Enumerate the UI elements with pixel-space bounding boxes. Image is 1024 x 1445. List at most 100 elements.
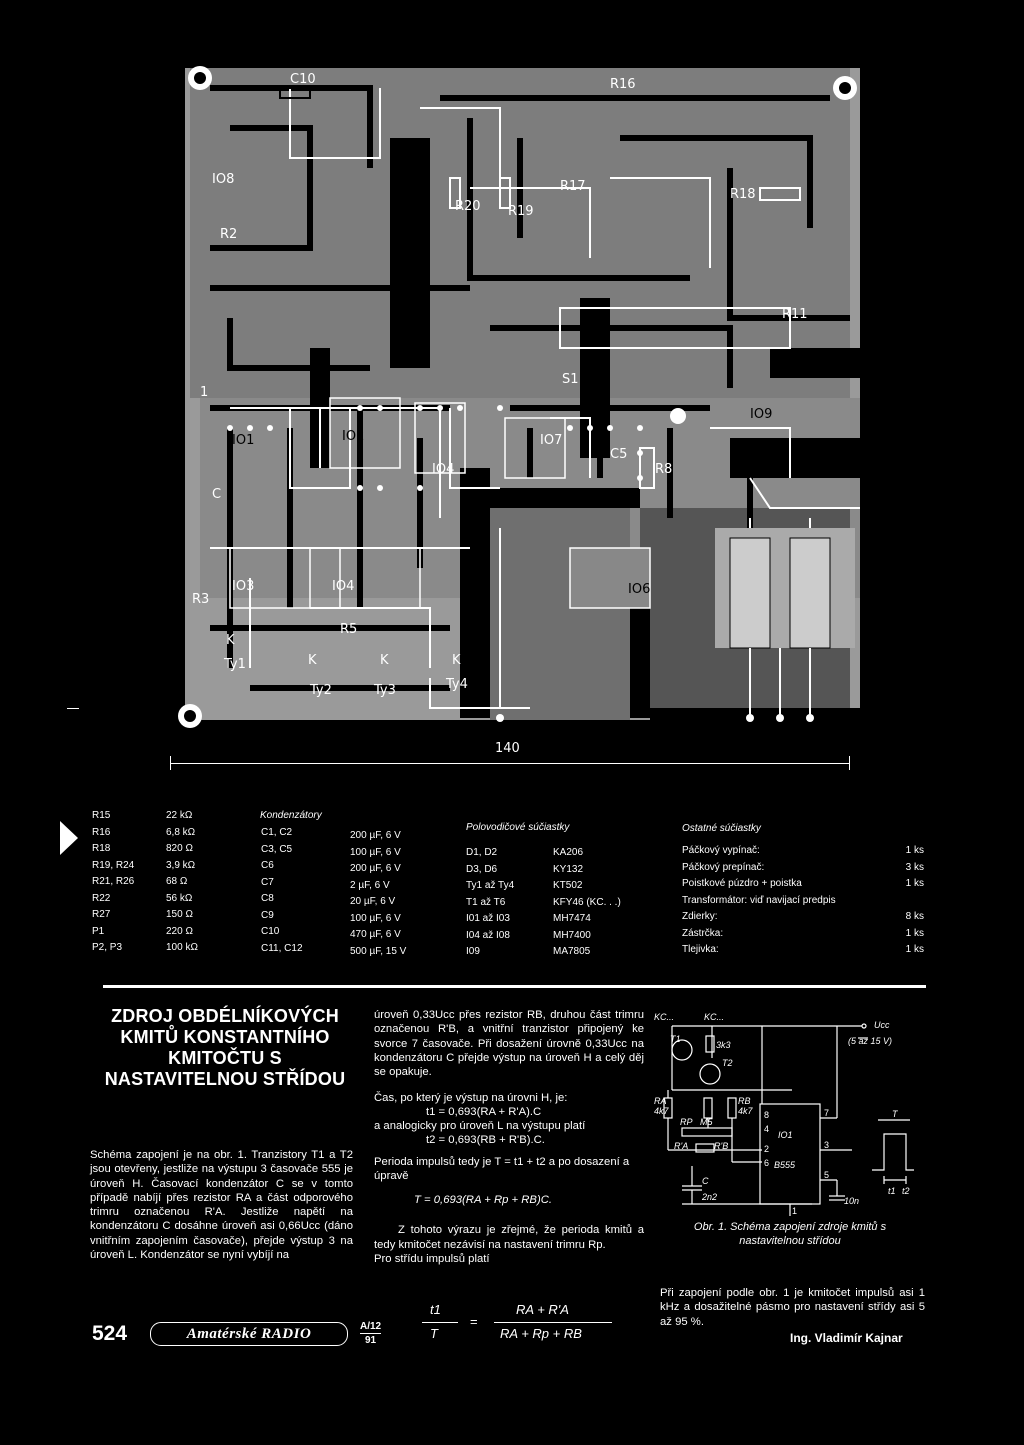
- schematic-label-ra-value: 4k7: [654, 1106, 670, 1116]
- formula-equals: =: [470, 1314, 478, 1329]
- paragraph: Z tohoto výrazu je zřejmé, že perioda km…: [374, 1224, 644, 1251]
- list-item: 20 µF, 6 V: [350, 896, 396, 907]
- ic-pin-8: 8: [764, 1110, 769, 1120]
- list-item: KY132: [553, 863, 584, 875]
- pcb-label-r5: R5: [340, 622, 357, 637]
- pcb-label-r17: R17: [560, 179, 586, 194]
- schematic-label-t1-pulse: t1: [888, 1186, 896, 1196]
- ic-pin-5: 5: [824, 1170, 829, 1180]
- list-item: MA7805: [553, 946, 591, 957]
- schematic-label-r33: 3k3: [716, 1040, 731, 1050]
- schematic-label-rp-value: M5: [700, 1117, 713, 1127]
- pcb-label-k2: K: [308, 653, 317, 668]
- list-item: R27: [92, 909, 111, 920]
- list-item: C1, C2: [261, 827, 293, 838]
- ic-pin-1: 1: [792, 1206, 797, 1216]
- pcb-label-r19: R19: [508, 204, 534, 219]
- pcb-label-k3: K: [380, 653, 389, 668]
- issue-number: A/12 91: [360, 1320, 382, 1347]
- list-item: 200 µF, 6 V: [350, 863, 401, 874]
- semiconductors-header: Polovodičové súčiastky: [466, 822, 570, 833]
- schematic-label-rb-prime: R'B: [714, 1141, 728, 1151]
- schematic-label-ra-prime: R'A: [674, 1141, 688, 1151]
- schematic-figure: KC... KC... Ucc (5 až 15 V) T1 T2 3k3 RA…: [652, 1010, 924, 1225]
- schematic-label-ic: IO1: [778, 1130, 793, 1140]
- list-item: C7: [261, 876, 274, 888]
- list-item: C11, C12: [261, 942, 303, 954]
- formula-rhs-numerator: RA + R'A: [516, 1302, 569, 1317]
- list-item: MH7474: [553, 913, 591, 924]
- pcb-label-s1: S1: [562, 372, 579, 387]
- capacitor-refs: C1, C2 C3, C5 C6 C7 C8 C9 C10 C11, C12: [261, 825, 303, 957]
- list-item: C10: [261, 926, 280, 937]
- paragraph: Čas, po který je výstup na úrovni H, je:: [374, 1092, 568, 1105]
- edge-mark: [67, 708, 79, 709]
- article-title: ZDROJ OBDÉLNÍKOVÝCH KMITŮ KONSTANTNÍHO K…: [104, 1006, 346, 1089]
- schematic-label-c-value: 2n2: [701, 1192, 717, 1202]
- pcb-label-io2: IO2: [342, 429, 364, 444]
- paragraph: Perioda impulsů tedy je T = t1 + t2 a po…: [374, 1156, 630, 1183]
- list-item: Transformátor: viď navijací predpis: [682, 894, 836, 906]
- schematic-label-rb-value: 4k7: [738, 1106, 754, 1116]
- list-item: I09: [466, 946, 480, 957]
- list-item: 820 Ω: [166, 843, 193, 854]
- other-parts-list: Páčkový vypínač:1 ks Páčkový prepínač:3 …: [682, 843, 924, 959]
- pcb-label-io4: IO4: [432, 462, 454, 477]
- fraction-bar: [422, 1322, 458, 1323]
- list-item: 56 kΩ: [166, 892, 193, 904]
- ic-pin-2: 2: [764, 1144, 769, 1154]
- magazine-logo: Amatérské RADIO: [150, 1322, 348, 1346]
- list-item: 6,8 kΩ: [166, 826, 196, 838]
- list-item: 150 Ω: [166, 909, 193, 920]
- schematic-label-t2-pulse: t2: [902, 1186, 910, 1196]
- pcb-label-io5: IO4: [332, 579, 354, 594]
- list-item: C6: [261, 860, 274, 871]
- list-item: R15: [92, 810, 111, 821]
- list-item: I04 až I08: [466, 929, 510, 941]
- list-item: 3,9 kΩ: [166, 859, 196, 871]
- schematic-label-c2-value: 10n: [844, 1196, 859, 1206]
- list-item: P2, P3: [92, 942, 123, 953]
- list-item: KA206: [553, 847, 584, 858]
- pcb-label-io8: IO8: [212, 172, 234, 187]
- pcb-label-k1: K: [226, 633, 235, 648]
- list-item: 2 µF, 6 V: [350, 879, 390, 891]
- duty-cycle-formula: t1 T = RA + R'A RA + Rp + RB: [410, 1300, 620, 1356]
- list-item: 470 µF, 6 V: [350, 929, 401, 940]
- list-item: Zdierky:8 ks: [682, 911, 924, 922]
- list-item: R18: [92, 843, 111, 854]
- schematic-label-range: (5 až 15 V): [848, 1036, 892, 1046]
- ic-pin-4: 4: [764, 1124, 769, 1134]
- section-divider: [103, 985, 926, 988]
- schematic-label-ucc: Ucc: [874, 1020, 890, 1030]
- schematic-label-rb: RB: [738, 1096, 751, 1106]
- schematic-label-t2: T2: [722, 1058, 733, 1068]
- schematic-label-rp: RP: [680, 1117, 693, 1127]
- list-item: C8: [261, 893, 274, 904]
- other-parts-header: Ostatné súčiastky: [682, 823, 761, 834]
- pcb-label-r11: R11: [782, 307, 808, 322]
- pcb-label-io3: IO3: [232, 579, 254, 594]
- paragraph: a analogicky pro úroveň L na výstupu pla…: [374, 1120, 586, 1133]
- capacitors-header: Kondenzátory: [260, 810, 322, 821]
- page-number: 524: [92, 1322, 128, 1345]
- list-item: Ty1 až Ty4: [466, 880, 515, 891]
- list-item: D3, D6: [466, 863, 498, 875]
- pcb-label-ty2: Ty2: [309, 683, 332, 698]
- list-item: 100 µF, 6 V: [350, 912, 401, 924]
- pcb-label-io6: IO6: [628, 582, 650, 597]
- formula-rhs-denominator: RA + Rp + RB: [500, 1326, 582, 1341]
- list-item: 220 Ω: [166, 925, 193, 937]
- list-item: R21, R26: [92, 876, 135, 887]
- capacitor-values: 200 µF, 6 V 100 µF, 6 V 200 µF, 6 V 2 µF…: [350, 828, 406, 960]
- list-item: Tlejivka:1 ks: [682, 944, 924, 955]
- pcb-label-c: C: [212, 487, 221, 502]
- article-column-2: úroveň 0,33Ucc přes rezistor RB, druhou …: [374, 1008, 644, 1266]
- section-arrow-icon: [60, 821, 78, 855]
- paragraph: úroveň 0,33Ucc přes rezistor RB, druhou …: [374, 1009, 644, 1079]
- figure-caption: Obr. 1. Schéma zapojení zdroje kmitů s n…: [693, 1221, 887, 1247]
- pcb-label-ty3: Ty3: [373, 683, 396, 698]
- formula-t1: t1 = 0,693(RA + R'A).C: [426, 1106, 542, 1119]
- list-item: D1, D2: [466, 847, 498, 858]
